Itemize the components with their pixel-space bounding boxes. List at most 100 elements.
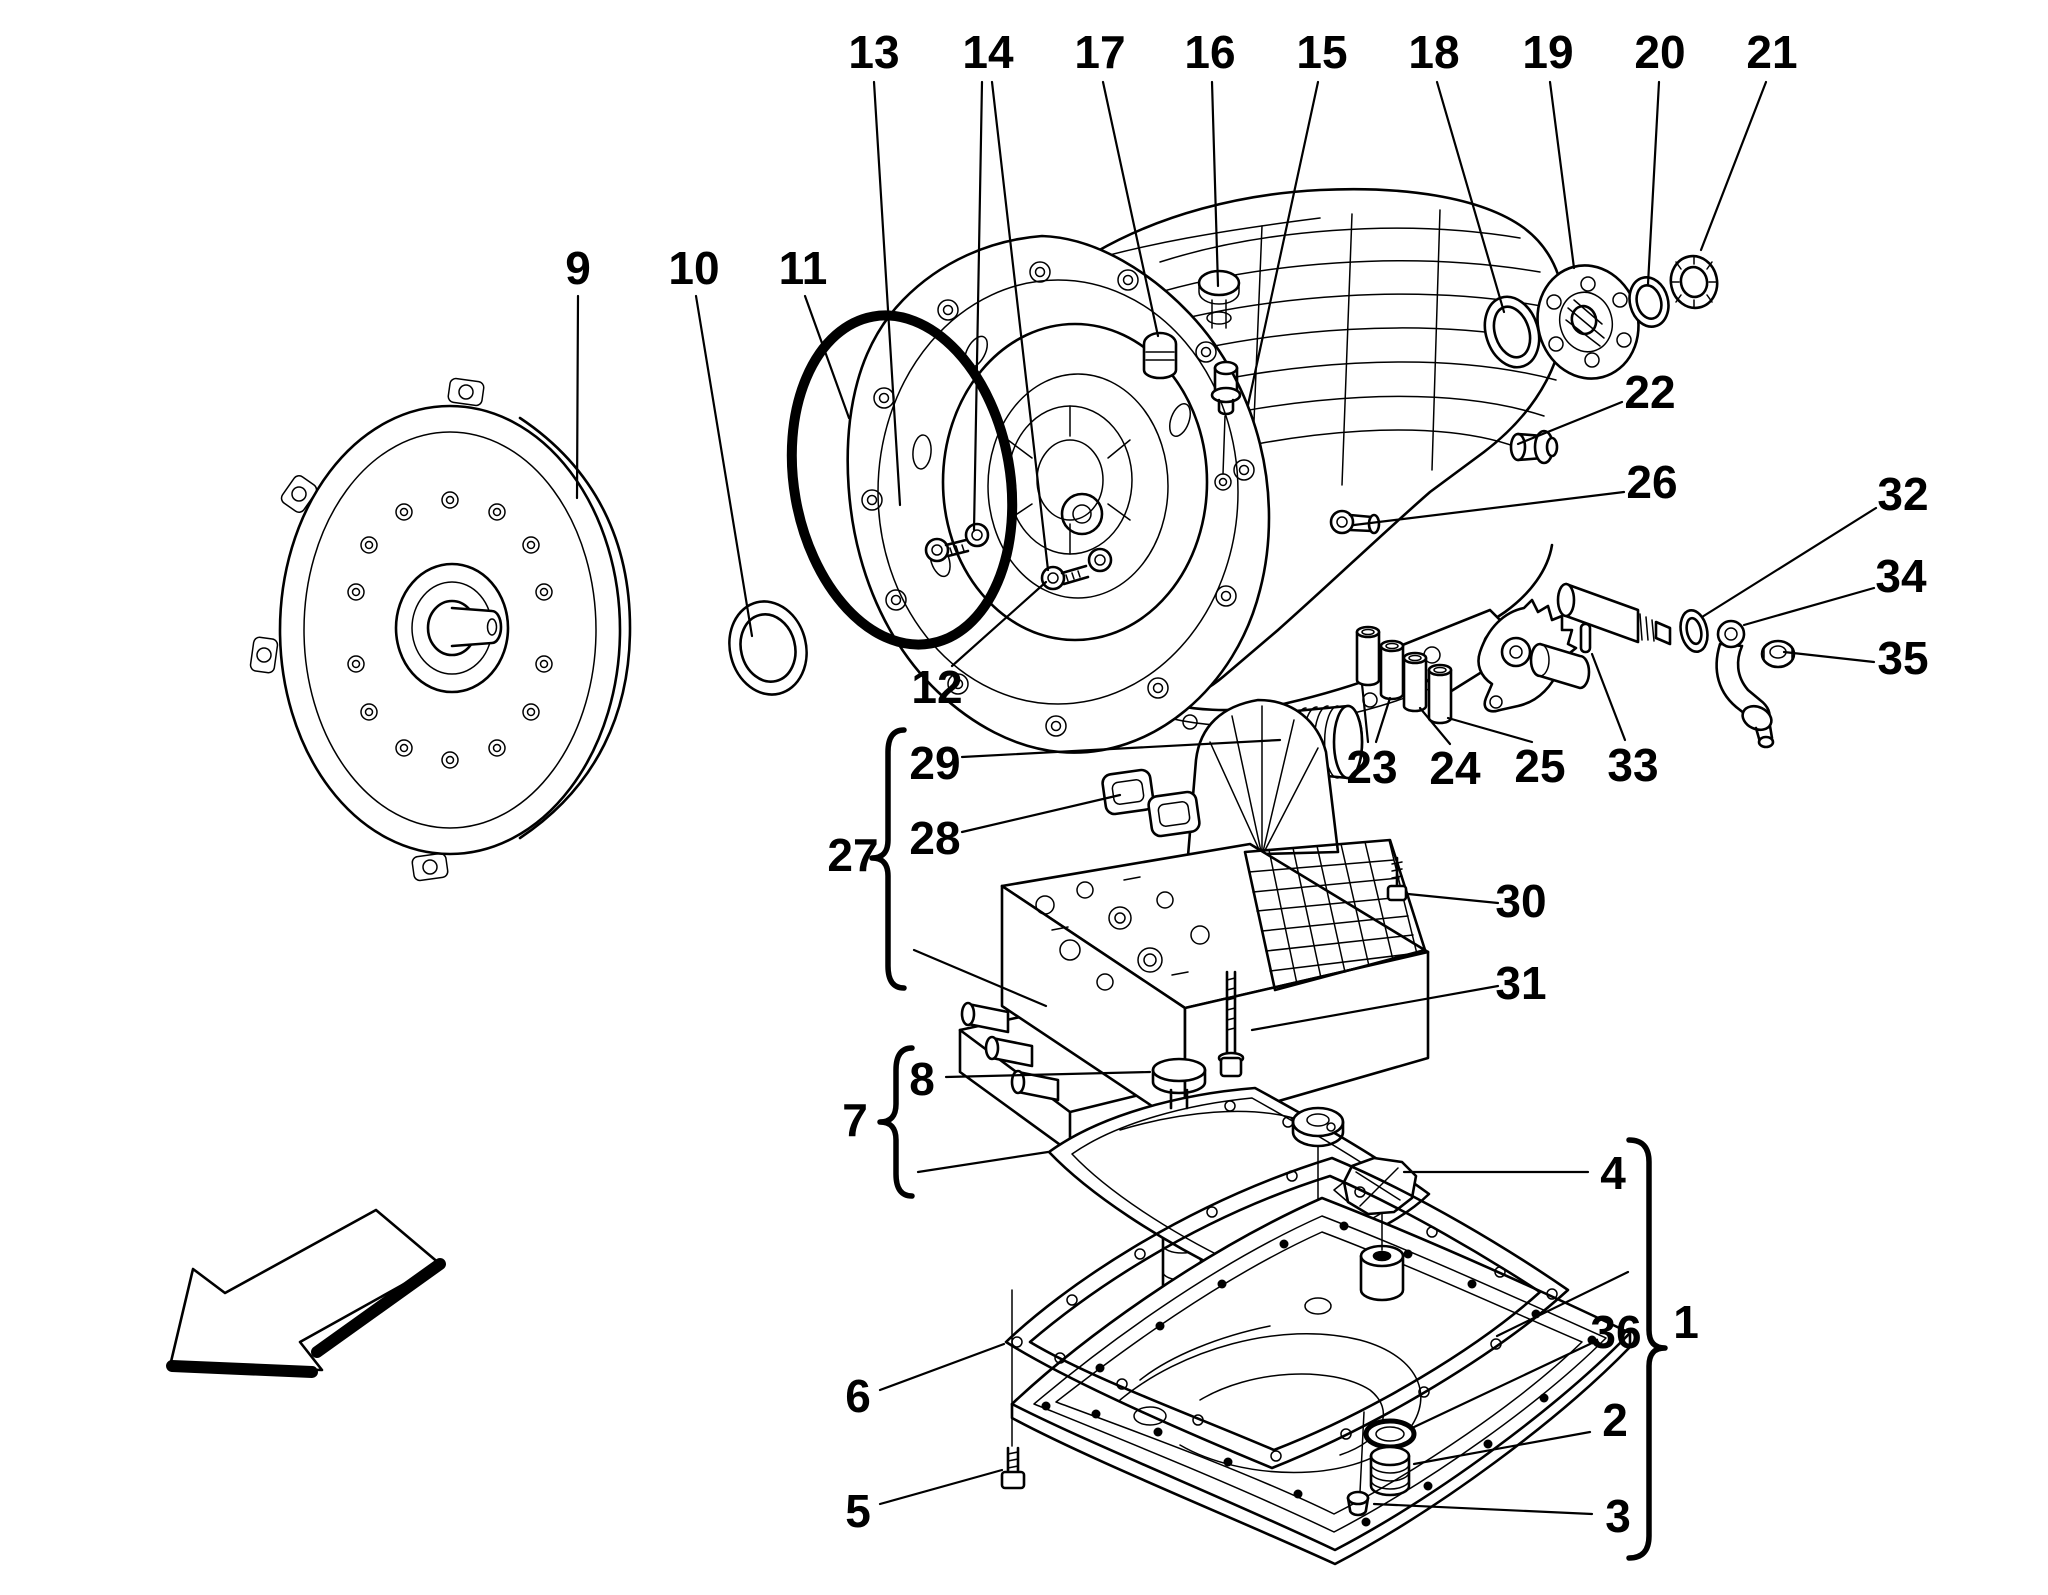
callout-34-label: 34 — [1875, 550, 1927, 602]
group-brace-27 — [869, 727, 907, 991]
dowel-pins — [1355, 625, 1453, 725]
flange-nut-21 — [1669, 254, 1719, 310]
filter-plug-cap-8 — [1151, 1057, 1207, 1110]
leader-line-21 — [1699, 80, 1768, 252]
callout-15-label: 15 — [1296, 26, 1347, 78]
long-bolt-31 — [1217, 970, 1245, 1078]
leader-line-32 — [1700, 506, 1878, 619]
callout-25-label: 25 — [1514, 740, 1565, 792]
leader-line-25 — [1446, 716, 1534, 744]
case-plug-22 — [1509, 429, 1559, 465]
oil-pan — [1010, 1156, 1632, 1566]
leader-line-27 — [912, 948, 1048, 1008]
callout-10-label: 10 — [668, 242, 719, 294]
spacer-ring-20 — [1628, 276, 1670, 328]
leader-line-6 — [878, 1342, 1006, 1392]
leader-line-5 — [878, 1468, 1004, 1506]
callout-22-label: 22 — [1624, 366, 1675, 418]
callout-23-label: 23 — [1346, 741, 1397, 793]
leader-line-14-2 — [990, 80, 1050, 572]
converter-bolt-ring — [347, 491, 553, 769]
oil-plug-17 — [1142, 331, 1178, 380]
selector-shaft — [1556, 582, 1672, 646]
callout-8-label: 8 — [909, 1053, 935, 1105]
callout-1-label: 1 — [1673, 1296, 1699, 1348]
callout-3-label: 3 — [1605, 1490, 1631, 1542]
selector-seal-washer-32 — [1679, 608, 1709, 654]
callout-14-label: 14 — [962, 26, 1014, 78]
leader-line-10 — [694, 294, 754, 638]
callout-26-label: 26 — [1626, 456, 1677, 508]
callout-11-label: 11 — [779, 242, 828, 294]
valve-body-detail — [1035, 876, 1210, 991]
flange-bolts — [924, 522, 1113, 591]
leader-line-18 — [1435, 80, 1506, 314]
leader-line-9 — [575, 294, 580, 500]
callout-36-label: 36 — [1590, 1306, 1641, 1358]
drain-plug-2 — [1369, 1445, 1411, 1497]
leader-line-24 — [1418, 706, 1452, 746]
tcu-mesh — [1243, 838, 1427, 992]
leader-line-16 — [1210, 80, 1220, 288]
pan-filler-boss — [1359, 1244, 1405, 1302]
leader-line-19 — [1548, 80, 1576, 270]
leader-line-36 — [1410, 1342, 1592, 1430]
leader-line-31 — [1250, 984, 1500, 1032]
output-flange-19 — [1536, 264, 1640, 380]
callout-17-label: 17 — [1074, 26, 1125, 78]
callout-12-label: 12 — [911, 661, 962, 713]
leader-line-20 — [1646, 80, 1661, 286]
selector-lever-34 — [1715, 619, 1775, 749]
direction-arrow-edge-2 — [166, 1360, 318, 1378]
callout-20-label: 20 — [1634, 26, 1685, 78]
output-seal-ring-18 — [1483, 295, 1541, 369]
solenoids — [960, 1001, 1060, 1102]
group-brace-1 — [1626, 1137, 1668, 1561]
callout-24-label: 24 — [1429, 742, 1481, 794]
callout-31-label: 31 — [1495, 957, 1546, 1009]
callout-7-label: 7 — [842, 1094, 868, 1146]
sealing-washer — [1291, 1106, 1345, 1297]
drain-seal-ring-36 — [1363, 1418, 1417, 1450]
selector-nut-35 — [1760, 639, 1796, 669]
leader-line-12 — [950, 580, 1048, 668]
callout-28-label: 28 — [909, 812, 960, 864]
callout-35-label: 35 — [1877, 632, 1928, 684]
callout-16-label: 16 — [1184, 26, 1235, 78]
callout-4-label: 4 — [1600, 1147, 1626, 1199]
leader-line-33 — [1590, 652, 1627, 742]
callout-32-label: 32 — [1877, 468, 1928, 520]
leader-line-29 — [960, 738, 1282, 759]
bell-flange-holes — [861, 261, 1255, 737]
selector-roller — [1529, 642, 1591, 690]
callout-27-label: 27 — [827, 829, 878, 881]
callout-13-label: 13 — [848, 26, 899, 78]
direction-arrow-body — [168, 1208, 442, 1372]
leader-line-23-1 — [1360, 682, 1370, 744]
leader-line-7 — [916, 1150, 1050, 1174]
callout-18-label: 18 — [1408, 26, 1459, 78]
leader-line-34 — [1742, 586, 1876, 627]
callout-5-label: 5 — [845, 1485, 871, 1537]
callout-33-label: 33 — [1607, 739, 1658, 791]
valve-body — [958, 698, 1430, 1154]
pan-bolt-5 — [1000, 1289, 1026, 1490]
callout-21-label: 21 — [1746, 26, 1797, 78]
small-drain-plug-3 — [1346, 1490, 1370, 1517]
case-bolt-26 — [1329, 509, 1381, 535]
callout-6-label: 6 — [845, 1370, 871, 1422]
leader-line-30 — [1406, 892, 1500, 905]
direction-arrow-edge-1 — [311, 1258, 446, 1358]
selector-sector-gear — [1477, 598, 1578, 713]
leader-line-23-2 — [1374, 696, 1392, 744]
selector-pin-33 — [1579, 622, 1592, 654]
drain-plug-group — [1346, 1411, 1417, 1517]
callout-30-label: 30 — [1495, 875, 1546, 927]
leader-line-13 — [872, 80, 902, 507]
direction-arrow — [166, 1208, 446, 1378]
callout-9-label: 9 — [565, 242, 591, 294]
leader-line-2 — [1412, 1430, 1592, 1466]
torque-converter — [249, 377, 632, 882]
leader-line-15 — [1246, 80, 1320, 407]
